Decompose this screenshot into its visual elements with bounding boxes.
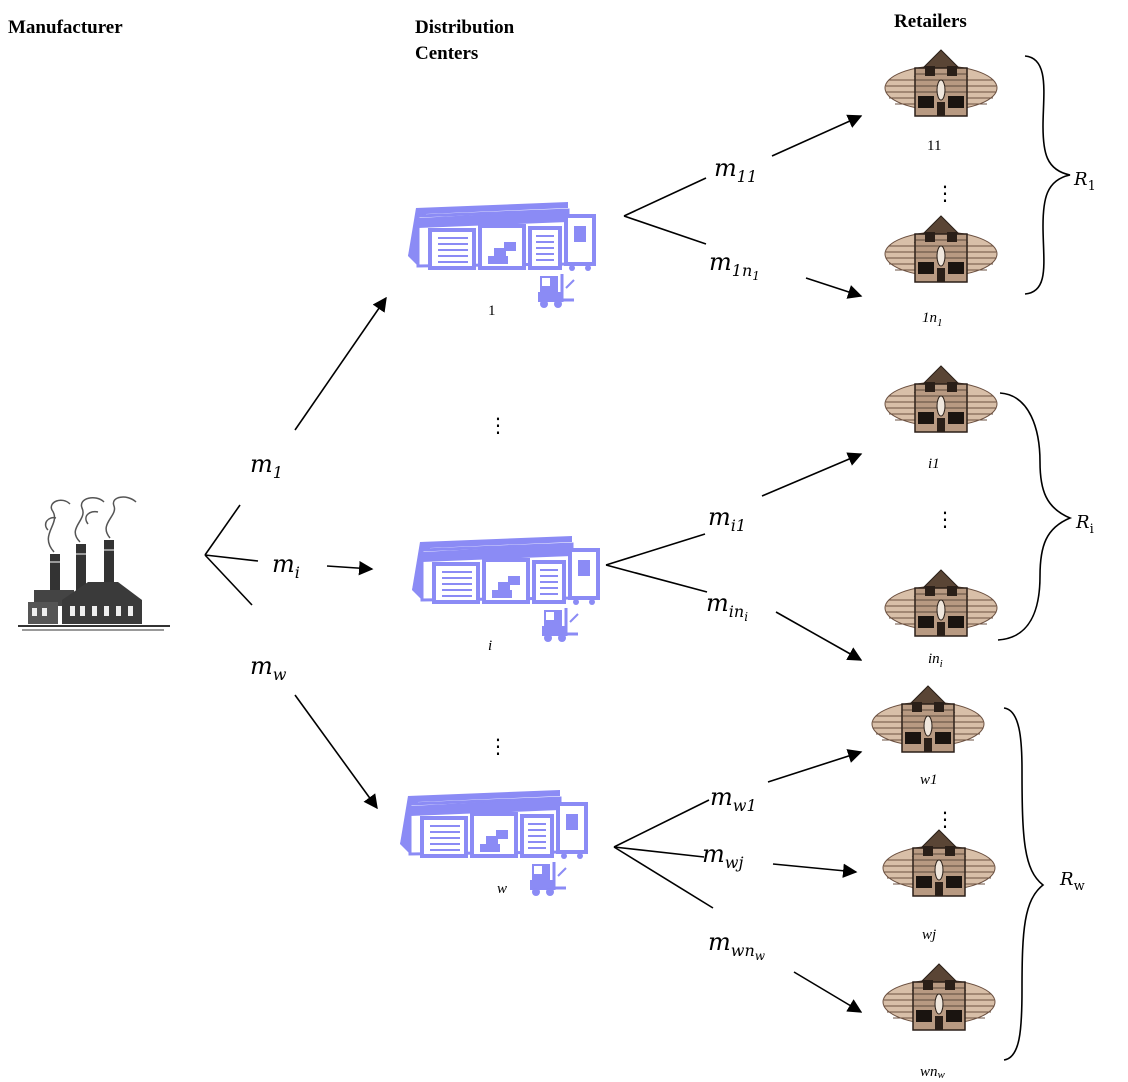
edge-m1n1 [805, 277, 863, 299]
flow-label-mwj: mwj [702, 840, 743, 872]
dc-label-1: 1 [488, 303, 496, 319]
warehouse-icon [410, 534, 600, 644]
group-label-Ri: Ri [1075, 512, 1094, 537]
store-icon [884, 49, 998, 117]
edge-mini [775, 611, 863, 661]
store-icon [884, 365, 998, 433]
edge-m11 [771, 114, 863, 157]
brace-R1 [1024, 55, 1071, 295]
retailer-label-wnw: wnw [920, 1064, 946, 1081]
flow-label-m1: m1 [250, 450, 283, 482]
warehouse-icon [406, 200, 596, 310]
store-icon [884, 569, 998, 637]
edge-mw [294, 694, 378, 810]
edge-mi1 [761, 452, 863, 497]
flow-label-mi1: mi1 [708, 503, 746, 535]
flow-label-mw: mw [250, 652, 287, 684]
dc-ellipsis-1: ⋮ [488, 413, 508, 437]
edge-mw1 [767, 749, 863, 783]
retailer-label-1n1: 1n1 [922, 310, 943, 329]
retailer-label-ini: ini [928, 651, 943, 670]
group-label-R1: R1 [1073, 169, 1096, 194]
group-label-Rw: Rw [1059, 869, 1085, 894]
brace-Rw [1003, 707, 1045, 1061]
retailer-ellipsis-3: ⋮ [935, 807, 955, 831]
factory-icon [17, 496, 171, 631]
store-icon [871, 685, 985, 753]
manufacturer-fan [204, 296, 387, 810]
retailer-ellipsis-1: ⋮ [935, 181, 955, 205]
flow-label-mini: mini [706, 589, 748, 624]
dci-fan [605, 452, 863, 661]
header-retailers: Retailers [894, 11, 967, 32]
flow-label-mwnw: mwnw [708, 928, 766, 963]
store-icon [882, 829, 996, 897]
retailer-label-11: 11 [927, 138, 941, 154]
retailer-label-w1: w1 [920, 772, 938, 788]
brace-Ri [997, 392, 1073, 641]
store-icon [884, 215, 998, 283]
dc-label-i: i [488, 638, 492, 654]
retailer-ellipsis-2: ⋮ [935, 507, 955, 531]
dc-ellipsis-2: ⋮ [488, 734, 508, 758]
flow-label-mi: mi [272, 550, 300, 582]
edge-mi [326, 560, 374, 576]
dcw-fan [613, 749, 863, 1013]
retailer-label-i1: i1 [928, 456, 940, 472]
store-icon [882, 963, 996, 1031]
header-distribution-centers-line1: Distribution [415, 17, 515, 38]
header-distribution-centers-line2: Centers [415, 43, 478, 64]
dc-label-w: w [497, 881, 507, 897]
edge-mwj [772, 863, 858, 878]
retailer-label-wj: wj [922, 927, 936, 943]
flow-label-mw1: mw1 [710, 783, 757, 815]
edge-mwnw [793, 971, 863, 1013]
flow-label-m11: m11 [714, 154, 757, 186]
flow-label-m1n1: m1n1 [709, 248, 760, 283]
header-manufacturer: Manufacturer [8, 17, 123, 38]
dc1-fan [623, 114, 863, 299]
warehouse-icon [398, 788, 588, 898]
edge-m1 [294, 296, 387, 431]
